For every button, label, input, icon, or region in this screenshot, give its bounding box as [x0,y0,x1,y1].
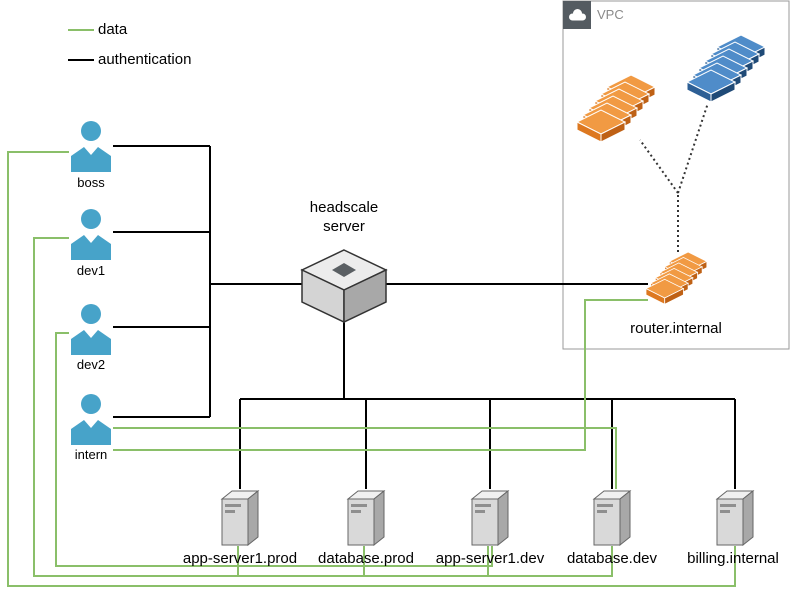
headscale-server-label: headscale server [309,199,379,235]
server-label-database-dev: database.dev [566,550,658,567]
user-label-boss: boss [77,175,105,190]
server-icon-app-server1-prod [221,490,259,546]
user-label-intern: intern [74,447,108,462]
orange-instances-stack-icon [576,74,656,143]
vpc-box [562,0,790,350]
server-label-database-prod: database.prod [318,550,414,567]
dotted-to-orange-stack [639,139,679,194]
blue-instances-stack-icon [686,34,766,103]
server-label-app-server1-prod: app-server1.prod [182,550,298,567]
dotted-to-blue-stack [677,102,709,194]
user-icon-intern [71,394,111,445]
vpc-dotted-links [639,102,709,252]
data-links [7,29,736,587]
cloud-icon [569,9,586,21]
server-icon-billing-internal [716,490,754,546]
server-icon-database-prod [347,490,385,546]
legend-authentication-label: authentication [98,51,192,68]
user-icon-boss [71,121,111,172]
user-icon-dev1 [71,209,111,260]
auth-links [68,59,736,489]
router-internal-icon [645,251,708,305]
auth-server-drops [239,399,736,489]
data-dev2-servers [55,332,493,567]
data-boss-billing [7,151,736,587]
data-intern-databasedev [113,427,617,489]
server-label-app-server1-dev: app-server1.dev [435,550,545,567]
vpc-label: VPC [597,7,624,22]
user-label-dev1: dev1 [76,263,106,278]
server-icon-database-dev [593,490,631,546]
data-dev1-servers [33,237,613,577]
user-label-dev2: dev2 [76,357,106,372]
headscale-server-icon [300,249,388,324]
server-label-billing-internal: billing.internal [687,550,779,567]
data-server-stubs [237,546,489,576]
data-router-link [113,299,648,451]
router-internal-label: router.internal [630,320,722,337]
server-icon-app-server1-dev [471,490,509,546]
user-icon-dev2 [71,304,111,355]
legend-data-label: data [98,21,128,38]
